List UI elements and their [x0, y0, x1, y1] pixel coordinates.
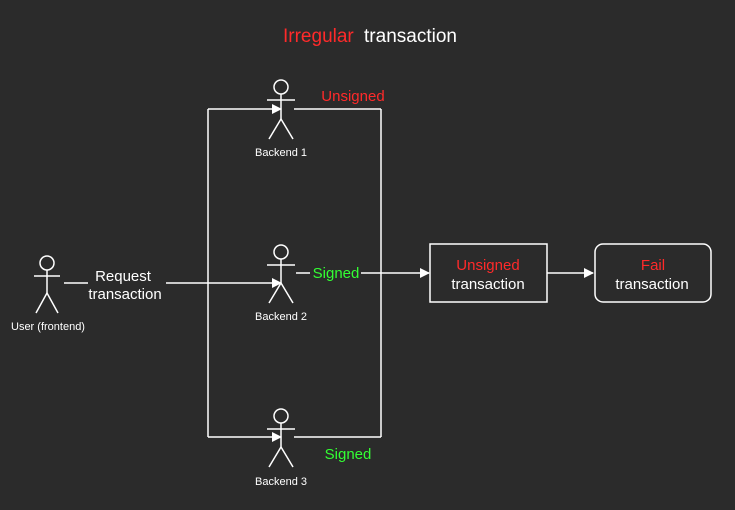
unsigned-transaction-box — [429, 243, 548, 303]
backend-1-label: Backend 1 — [255, 147, 307, 159]
backend-3-stick-figure — [267, 408, 295, 468]
fail-box-line-1: Fail — [641, 257, 665, 274]
backend-3-status-label: Signed — [325, 446, 372, 463]
backend-3-label: Backend 3 — [255, 476, 307, 488]
unsigned-box-line-2: transaction — [451, 276, 524, 293]
fail-box-line-2: transaction — [615, 276, 688, 293]
connectors — [64, 104, 594, 442]
backend-2-label: Backend 2 — [255, 311, 307, 323]
diagram-title: Irregular transaction — [283, 26, 457, 47]
backend-2-stick-figure — [267, 244, 295, 304]
backend-2-status-label: Signed — [313, 265, 360, 282]
backend-1-stick-figure — [267, 79, 295, 140]
fail-transaction-box — [594, 243, 712, 303]
request-label-line-1: Request — [95, 268, 152, 285]
unsigned-box-line-1: Unsigned — [456, 257, 519, 274]
title-accent: Irregular — [283, 26, 354, 47]
user-label: User (frontend) — [11, 321, 85, 333]
user-stick-figure — [34, 255, 60, 314]
request-label-line-2: transaction — [88, 286, 161, 303]
backend-1-status-label: Unsigned — [321, 88, 384, 105]
title-rest: transaction — [364, 26, 457, 47]
